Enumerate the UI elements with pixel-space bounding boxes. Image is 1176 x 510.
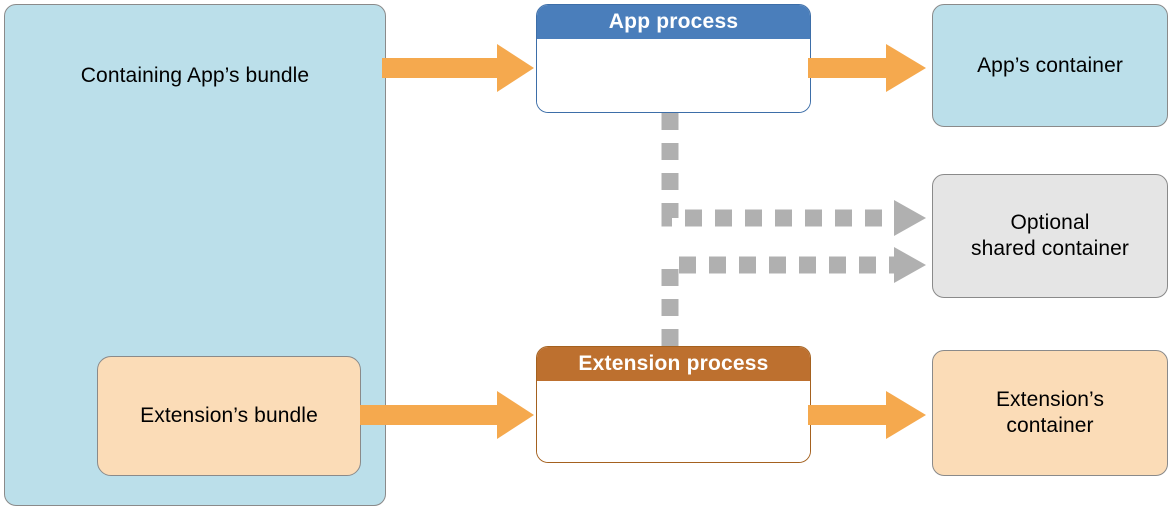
app-container-box: App’s container (932, 4, 1168, 127)
arrow-app-process-to-shared-container-icon (661, 113, 926, 236)
app-process-body (537, 39, 810, 112)
shared-container-label-line2: shared container (970, 237, 1130, 260)
containing-app-bundle-label: Containing App’s bundle (80, 64, 310, 87)
shared-container-box: Optional shared container (932, 174, 1168, 298)
shared-container-label-line1: Optional (1010, 211, 1090, 235)
app-process-label: App process (608, 10, 739, 33)
arrow-extension-process-to-extension-container-icon (808, 391, 926, 439)
extension-container-label-line1: Extension’s (995, 388, 1105, 412)
app-process-header: App process (537, 5, 810, 39)
extension-container-box: Extension’s container (932, 350, 1168, 476)
shared-container-label-wrap: Optional shared container (971, 210, 1129, 261)
arrow-extension-bundle-to-extension-process-icon (360, 391, 534, 439)
extension-container-label-line2: container (1006, 414, 1094, 437)
arrow-app-process-to-app-container-icon (808, 44, 926, 92)
extension-process-header: Extension process (537, 347, 810, 381)
extension-bundle-label: Extension’s bundle (140, 404, 318, 428)
extension-process-box: Extension process (536, 346, 811, 463)
arrow-app-bundle-to-app-process-icon (382, 44, 534, 92)
app-process-box: App process (536, 4, 811, 113)
extension-container-label-wrap: Extension’s container (996, 387, 1104, 438)
extension-process-label: Extension process (578, 352, 769, 375)
extension-bundle-box: Extension’s bundle (97, 356, 361, 476)
arrow-extension-process-to-shared-container-icon (661, 247, 926, 346)
extension-process-body (537, 381, 810, 462)
app-container-label: App’s container (977, 53, 1123, 77)
